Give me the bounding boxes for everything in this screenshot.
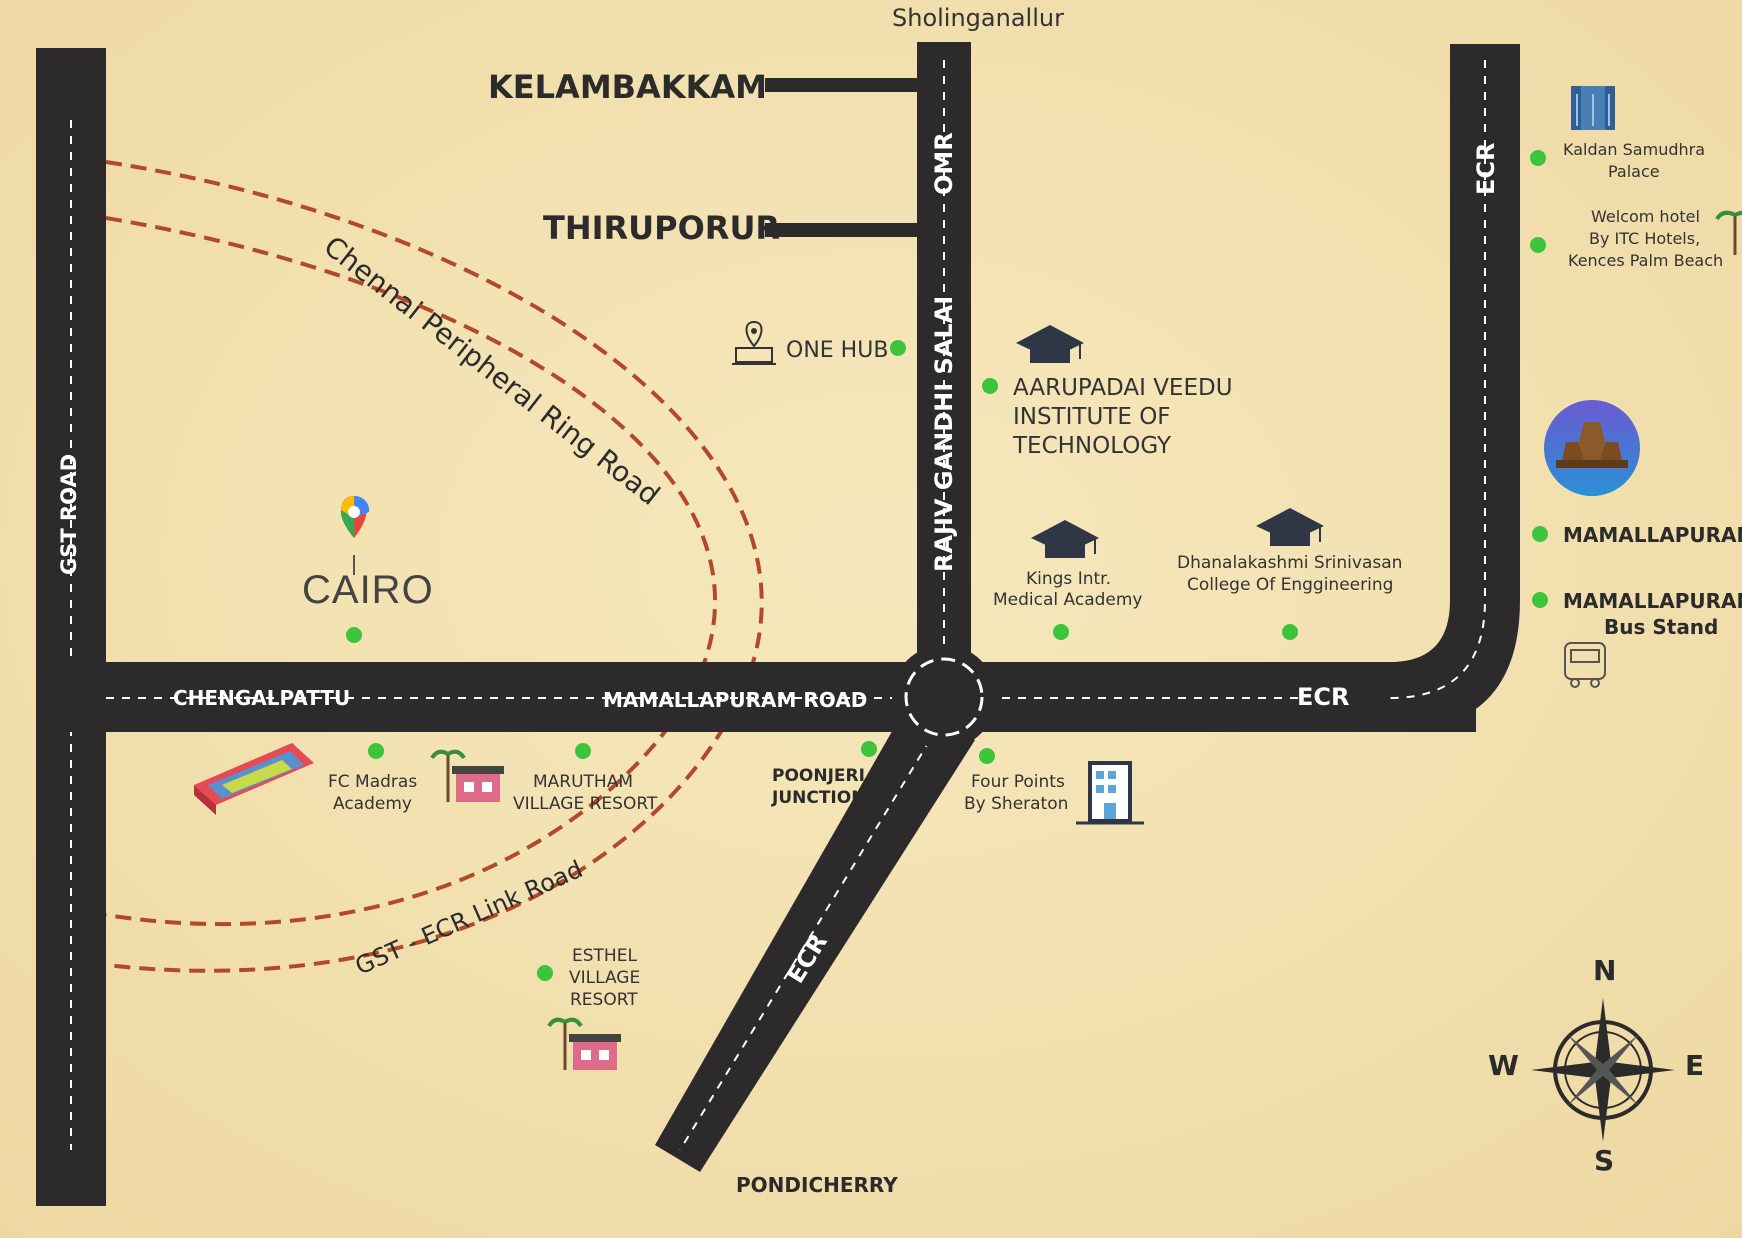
compass-rose-icon	[1531, 998, 1675, 1142]
fc-marker	[368, 743, 384, 759]
mamallapuram-label: MAMALLAPURAM	[1563, 523, 1742, 547]
location-pin-icon	[732, 320, 776, 365]
fc-label-1: FC Madras	[328, 772, 417, 792]
chengalpattu-label: CHENGALPATTU	[173, 686, 350, 710]
gst-road-label: GST ROAD	[57, 454, 81, 575]
bus-icon	[1564, 642, 1606, 688]
map-pin-icon	[340, 496, 370, 538]
rajiv-gandhi-salai-label: RAJIV GANDHI SALAI	[930, 296, 958, 572]
cairo-marker	[346, 627, 362, 643]
kelambakkam-branch	[765, 78, 917, 92]
aarupadai-label-2: INSTITUTE OF	[1013, 404, 1171, 430]
bus-stand-marker	[1532, 592, 1548, 608]
poonjeri-label: POONJERI	[772, 766, 865, 786]
ecr-right-label: ECR	[1472, 143, 1500, 196]
junction-label: JUNCTION	[771, 788, 865, 808]
ecr-right-centerline	[1389, 60, 1486, 699]
four-points-label-2: By Sheraton	[964, 794, 1068, 814]
esthel-label-1: ESTHEL	[572, 946, 637, 966]
poi-fc-madras[interactable]: FC Madras Academy	[194, 743, 417, 815]
kings-label-1: Kings Intr.	[1026, 569, 1111, 589]
poi-esthel[interactable]: ESTHEL VILLAGE RESORT	[537, 946, 640, 1070]
graduation-cap-icon	[1031, 520, 1099, 558]
compass-s: S	[1594, 1144, 1614, 1177]
marutham-label-2: VILLAGE RESORT	[513, 794, 658, 814]
fc-label-2: Academy	[333, 794, 412, 814]
poonjeri-junction-circle	[892, 645, 996, 749]
thiruporur-label: THIRUPORUR	[543, 209, 780, 247]
mamallapuram-road	[36, 662, 1476, 732]
esthel-marker	[537, 965, 553, 981]
project-cairo[interactable]: CAIRO	[302, 496, 434, 643]
four-points-label-1: Four Points	[971, 772, 1065, 792]
poi-aarupadai-veedu[interactable]: AARUPADAI VEEDU INSTITUTE OF TECHNOLOGY	[982, 325, 1233, 459]
poi-four-points[interactable]: Four Points By Sheraton	[964, 748, 1144, 825]
marutham-marker	[575, 743, 591, 759]
poi-marutham[interactable]: MARUTHAM VILLAGE RESORT	[430, 743, 658, 814]
peripheral-ring-outer	[105, 160, 764, 973]
welcom-label-1: Welcom hotel	[1591, 207, 1700, 226]
poi-dhanalakashmi[interactable]: Dhanalakashmi Srinivasan College Of Engg…	[1177, 508, 1402, 640]
roundabout-marking	[904, 657, 984, 737]
resort-icon	[1715, 210, 1742, 255]
poi-mamallapuram[interactable]: MAMALLAPURAM	[1532, 400, 1742, 547]
welcom-marker	[1530, 237, 1546, 253]
compass-e: E	[1685, 1049, 1704, 1082]
thiruporur-branch	[765, 223, 917, 237]
kaldan-label-1: Kaldan Samudhra	[1563, 140, 1705, 159]
poi-mamallapuram-bus-stand[interactable]: MAMALLAPURAM Bus Stand	[1532, 589, 1742, 688]
poi-welcom-hotel[interactable]: Welcom hotel By ITC Hotels, Kences Palm …	[1530, 207, 1742, 270]
mamallapuram-marker	[1532, 526, 1548, 542]
graduation-cap-icon	[1016, 325, 1084, 363]
compass-w: W	[1488, 1049, 1519, 1082]
mamallapuram-road-label: MAMALLAPURAM ROAD	[603, 688, 867, 712]
stadium-icon	[194, 743, 314, 815]
resort-icon	[547, 1017, 621, 1070]
ecr-east-label: ECR	[1297, 683, 1350, 711]
aarupadai-label-3: TECHNOLOGY	[1012, 433, 1172, 459]
esthel-label-3: RESORT	[570, 990, 638, 1010]
welcom-label-2: By ITC Hotels,	[1589, 229, 1700, 248]
poonjeri-marker[interactable]	[861, 741, 877, 757]
roads	[36, 42, 1520, 1206]
kaldan-marker	[1530, 150, 1546, 166]
building-icon	[1571, 86, 1615, 130]
welcom-label-3: Kences Palm Beach	[1568, 251, 1723, 270]
omr-label: OMR	[930, 132, 958, 195]
kings-marker	[1053, 624, 1069, 640]
one-hub-label: ONE HUB	[786, 338, 888, 363]
four-points-marker	[979, 748, 995, 764]
bus-stand-label-2: Bus Stand	[1604, 615, 1718, 639]
kings-label-2: Medical Academy	[993, 590, 1143, 610]
aarupadai-marker	[982, 378, 998, 394]
dhana-label-1: Dhanalakashmi Srinivasan	[1177, 553, 1402, 573]
graduation-cap-icon	[1256, 508, 1324, 546]
marutham-label-1: MARUTHAM	[533, 772, 633, 792]
ecr-right-road	[1300, 44, 1520, 732]
ecr-diagonal-centerline	[679, 739, 931, 1151]
ecr-diagonal-road	[655, 700, 975, 1172]
gst-road	[36, 48, 106, 1206]
cairo-logo-text: CAIRO	[302, 568, 434, 612]
sholinganallur-label: Sholinganallur	[892, 4, 1064, 32]
dhana-label-2: College Of Enggineering	[1187, 575, 1393, 595]
esthel-label-2: VILLAGE	[569, 968, 640, 988]
poi-one-hub[interactable]: ONE HUB	[732, 320, 906, 365]
aarupadai-label-1: AARUPADAI VEEDU	[1013, 375, 1233, 401]
bus-stand-label-1: MAMALLAPURAM	[1563, 589, 1742, 613]
resort-icon	[430, 749, 504, 802]
compass-n: N	[1593, 954, 1616, 987]
hotel-icon	[1076, 761, 1144, 825]
poi-kaldan[interactable]: Kaldan Samudhra Palace	[1530, 86, 1705, 181]
poi-kings-medical[interactable]: Kings Intr. Medical Academy	[993, 520, 1143, 640]
one-hub-marker	[890, 340, 906, 356]
kelambakkam-label: KELAMBAKKAM	[488, 68, 767, 106]
pondicherry-label: PONDICHERRY	[736, 1173, 898, 1197]
dhana-marker	[1282, 624, 1298, 640]
temple-icon	[1544, 400, 1640, 496]
kaldan-label-2: Palace	[1608, 162, 1660, 181]
